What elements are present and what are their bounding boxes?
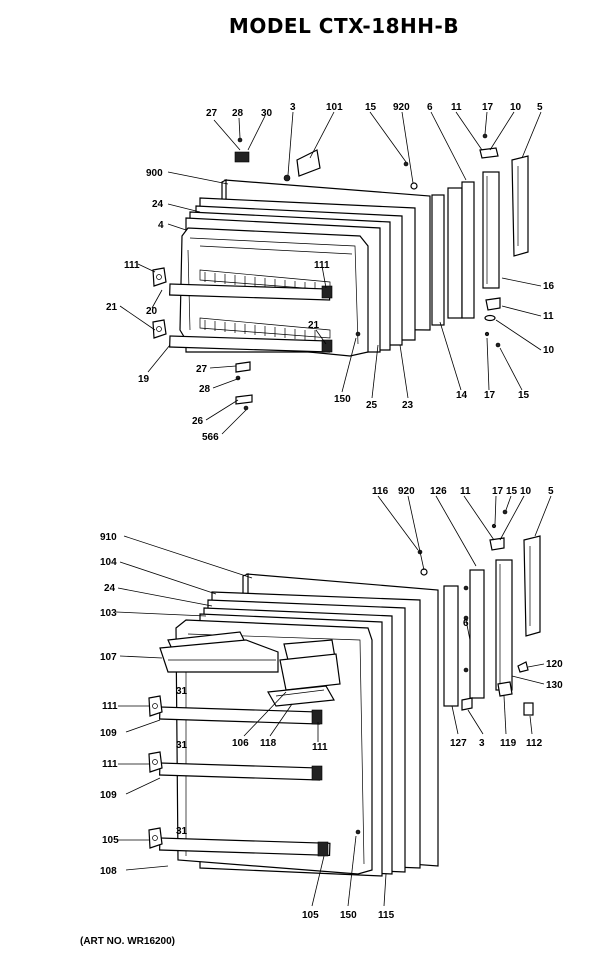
part-label: 16 (543, 281, 555, 292)
part-label: 6 (463, 618, 469, 629)
upper-shelf-top (169, 269, 333, 301)
part-label: 24 (104, 583, 116, 594)
lower-egg-tray (267, 685, 335, 707)
part-label: 15 (506, 486, 518, 497)
part-label: 23 (402, 400, 414, 411)
part-label: 17 (482, 102, 494, 113)
part-label: 109 (100, 790, 117, 801)
part-label: 24 (152, 199, 164, 210)
part-label: 101 (326, 102, 343, 113)
part-label: 105 (102, 835, 119, 846)
lower-leader-lines (115, 495, 552, 907)
part-label: 3 (479, 738, 485, 749)
part-label: 118 (260, 738, 277, 749)
part-label: 108 (100, 866, 117, 877)
upper-small-parts (234, 133, 501, 411)
part-label: 31 (176, 826, 188, 837)
part-label: 104 (100, 557, 117, 568)
part-label: 5 (537, 102, 543, 113)
part-label: 6 (427, 102, 433, 113)
lower-butter-compartment (279, 639, 341, 691)
part-label: 17 (484, 390, 496, 401)
lower-dairy-bin-107 (159, 631, 279, 673)
part-label: 15 (518, 390, 530, 401)
part-label: 111 (314, 260, 330, 271)
part-label: 119 (500, 738, 517, 749)
part-label: 30 (261, 108, 273, 119)
upper-part-labels: 27 28 30 3 101 15 920 6 11 17 10 5 900 2… (106, 102, 555, 443)
model-title: MODEL CTX-18HH-B (228, 14, 460, 38)
part-label: 126 (430, 486, 447, 497)
part-label: 31 (176, 686, 188, 697)
part-label: 111 (102, 701, 118, 712)
part-label: 120 (546, 659, 563, 670)
part-label: 900 (146, 168, 163, 179)
part-label: 11 (451, 102, 462, 113)
lower-door-handle (523, 535, 541, 637)
part-label: 14 (456, 390, 468, 401)
part-label: 111 (102, 759, 118, 770)
part-label: 106 (232, 738, 249, 749)
lower-hinge-strip (495, 559, 513, 691)
part-label: 130 (546, 680, 563, 691)
part-label: 26 (192, 416, 204, 427)
part-label: 920 (393, 102, 410, 113)
part-label: 109 (100, 728, 117, 739)
part-label: 27 (196, 364, 208, 375)
upper-shelf-end-caps (152, 267, 167, 339)
part-label: 27 (206, 108, 218, 119)
art-number: (ART NO. WR16200) (80, 936, 176, 947)
part-label: 115 (378, 910, 395, 921)
part-label: 127 (450, 738, 467, 749)
part-label: 17 (492, 486, 504, 497)
upper-door-stops (431, 181, 475, 326)
part-label: 4 (158, 220, 164, 231)
part-label: 10 (543, 345, 555, 356)
upper-shelf-bottom (169, 317, 333, 353)
part-label: 21 (106, 302, 118, 313)
lower-part-labels: 116 920 126 11 17 15 10 5 910 104 24 103… (100, 486, 563, 921)
part-label: 116 (372, 486, 389, 497)
part-label: 10 (520, 486, 532, 497)
part-label: 566 (202, 432, 219, 443)
part-label: 5 (548, 486, 554, 497)
part-label: 25 (366, 400, 378, 411)
part-label: 111 (124, 260, 140, 271)
part-label: 105 (302, 910, 319, 921)
part-label: 150 (334, 394, 351, 405)
part-label: 112 (526, 738, 543, 749)
part-label: 11 (460, 486, 471, 497)
part-label: 19 (138, 374, 150, 385)
part-label: 28 (199, 384, 211, 395)
part-label: 20 (146, 306, 158, 317)
part-label: 150 (340, 910, 357, 921)
upper-door-handle (511, 155, 529, 257)
part-label: 107 (100, 652, 117, 663)
lower-shelf-end-caps (148, 695, 163, 849)
part-label: 10 (510, 102, 522, 113)
part-label: 28 (232, 108, 244, 119)
part-label: 11 (543, 311, 554, 322)
part-label: 31 (176, 740, 188, 751)
part-label: 3 (290, 102, 296, 113)
upper-leader-lines (119, 111, 542, 435)
lower-door-stops (443, 569, 485, 707)
part-label: 920 (398, 486, 415, 497)
part-label: 21 (308, 320, 320, 331)
part-label: 910 (100, 532, 117, 543)
part-label: 15 (365, 102, 377, 113)
part-label: 111 (312, 742, 328, 753)
lower-shelf-1 (159, 706, 323, 725)
part-label: 103 (100, 608, 117, 619)
upper-hinge-strip (482, 171, 500, 289)
